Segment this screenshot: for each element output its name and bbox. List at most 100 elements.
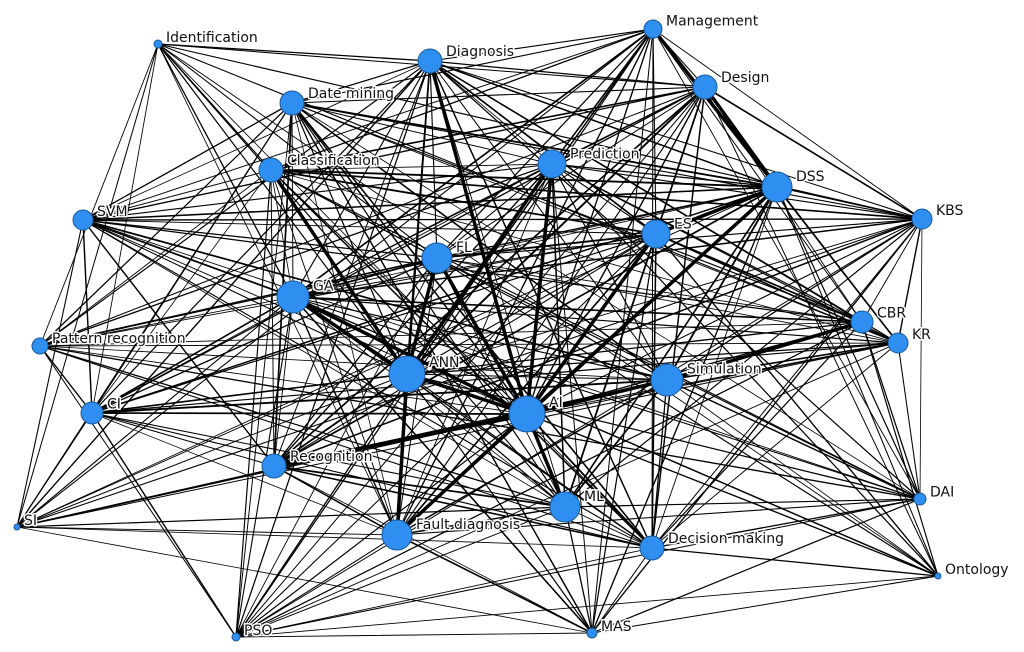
edge-diagnosis-svm xyxy=(82,60,431,221)
node-label-pso: PSO xyxy=(244,623,272,639)
node-cbr xyxy=(850,310,874,334)
edge-fault-diagnosis-prediction xyxy=(396,163,553,536)
edge-svm-dai xyxy=(82,219,921,500)
edge-prediction-diagnosis xyxy=(429,60,553,165)
node-label-ai: AI xyxy=(549,395,563,411)
edge-ai-decision-making xyxy=(526,413,653,549)
edge-dss-date-mining xyxy=(291,102,778,188)
edge-diagnosis-pso xyxy=(235,60,431,638)
edge-simulation-si xyxy=(16,379,668,528)
edge-decision-making-cbr xyxy=(651,321,863,549)
edge-diagnosis-identification xyxy=(157,43,431,62)
edge-diagnosis-management xyxy=(429,28,654,62)
node-ann xyxy=(388,355,426,393)
edge-mas-ontology xyxy=(591,575,939,634)
edge-ml-date-mining xyxy=(291,102,566,508)
node-simulation xyxy=(650,363,684,397)
edge-ml-design xyxy=(564,86,706,508)
node-label-date-mining: Date mining xyxy=(308,86,394,102)
edge-decision-making-dai xyxy=(651,498,921,549)
edge-ml-pso xyxy=(235,506,566,638)
edge-ga-date-mining xyxy=(291,102,294,298)
node-ontology xyxy=(934,572,942,580)
node-identification xyxy=(153,39,163,49)
edge-kr-si xyxy=(16,342,899,528)
edge-es-prediction xyxy=(551,163,657,235)
node-label-fl: FL xyxy=(456,240,472,256)
edge-ai-date-mining xyxy=(291,102,528,415)
edge-ga-classification xyxy=(270,169,294,298)
edge-ci-svm xyxy=(82,219,93,414)
edge-prediction-date-mining xyxy=(291,102,553,165)
edge-recognition-kr xyxy=(273,342,899,467)
edge-prediction-pattern-recognition xyxy=(39,163,553,347)
edge-classification-kr xyxy=(270,169,899,344)
edge-design-pso xyxy=(235,86,706,638)
edge-decision-making-pso xyxy=(235,547,653,638)
edge-ga-mas xyxy=(292,296,593,634)
edge-kbs-identification xyxy=(157,43,923,220)
edge-decision-making-svm xyxy=(82,219,653,549)
node-label-dai: DAI xyxy=(930,485,954,501)
edge-management-si xyxy=(16,28,654,528)
edge-pattern-recognition-dai xyxy=(39,345,921,500)
edge-recognition-decision-making xyxy=(273,465,653,549)
node-label-ci: CI xyxy=(107,397,121,413)
edge-ga-ontology xyxy=(292,296,939,577)
edge-cbr-management xyxy=(652,28,863,323)
edge-fl-recognition xyxy=(273,257,438,467)
edge-fl-fault-diagnosis xyxy=(396,257,438,536)
edge-diagnosis-dai xyxy=(429,60,921,500)
edge-design-svm xyxy=(82,86,706,221)
edge-classification-dai xyxy=(270,169,921,500)
edge-management-pso xyxy=(235,28,654,638)
edge-kr-dai xyxy=(897,342,921,500)
edge-decision-making-si xyxy=(16,526,653,549)
edge-dss-prediction xyxy=(551,163,778,188)
edge-design-recognition xyxy=(273,86,706,467)
edge-date-mining-decision-making xyxy=(291,102,653,549)
node-ai xyxy=(508,395,546,433)
node-label-identification: Identification xyxy=(166,30,258,46)
edge-kbs-si xyxy=(16,218,923,528)
edge-design-pattern-recognition xyxy=(39,86,706,347)
edge-mas-si xyxy=(16,526,593,634)
edge-es-svm xyxy=(82,219,657,235)
edge-pattern-recognition-identification xyxy=(39,43,159,347)
edge-ga-svm xyxy=(82,219,294,298)
edge-ai-design xyxy=(526,86,706,415)
edge-ann-dai xyxy=(406,373,921,500)
edge-fault-diagnosis-classification xyxy=(270,169,398,536)
edge-fault-diagnosis-mas xyxy=(396,534,593,634)
edge-ga-fl xyxy=(292,257,438,298)
node-dss xyxy=(761,171,793,203)
edge-svm-management xyxy=(82,28,654,221)
edge-ann-svm xyxy=(82,219,408,375)
edge-ga-pattern-recognition xyxy=(39,296,294,347)
node-label-cbr: CBR xyxy=(877,306,906,322)
edge-svm-si xyxy=(16,219,84,528)
edge-diagnosis-pattern-recognition xyxy=(39,60,431,347)
edge-kbs-mas xyxy=(591,218,923,634)
node-label-ontology: Ontology xyxy=(945,562,1009,578)
node-decision-making xyxy=(639,535,665,561)
node-mas xyxy=(586,627,598,639)
node-label-ga: GA xyxy=(313,279,334,295)
edge-fault-diagnosis-management xyxy=(396,28,654,536)
edge-fault-diagnosis-design xyxy=(396,86,706,536)
edge-svm-kbs xyxy=(82,218,923,221)
node-es xyxy=(641,219,671,249)
edge-pso-ontology xyxy=(235,575,939,638)
edge-es-si xyxy=(16,233,657,528)
node-svm xyxy=(72,209,94,231)
edge-ga-kbs xyxy=(292,218,923,298)
node-label-ml: ML xyxy=(584,489,604,505)
edge-diagnosis-kr xyxy=(429,60,899,344)
edge-ml-ci xyxy=(91,412,566,508)
node-label-dss: DSS xyxy=(796,169,825,185)
edge-kbs-dai xyxy=(919,218,923,500)
edge-prediction-recognition xyxy=(273,163,553,467)
node-label-kbs: KBS xyxy=(936,203,964,219)
edge-dss-ml xyxy=(564,186,778,508)
